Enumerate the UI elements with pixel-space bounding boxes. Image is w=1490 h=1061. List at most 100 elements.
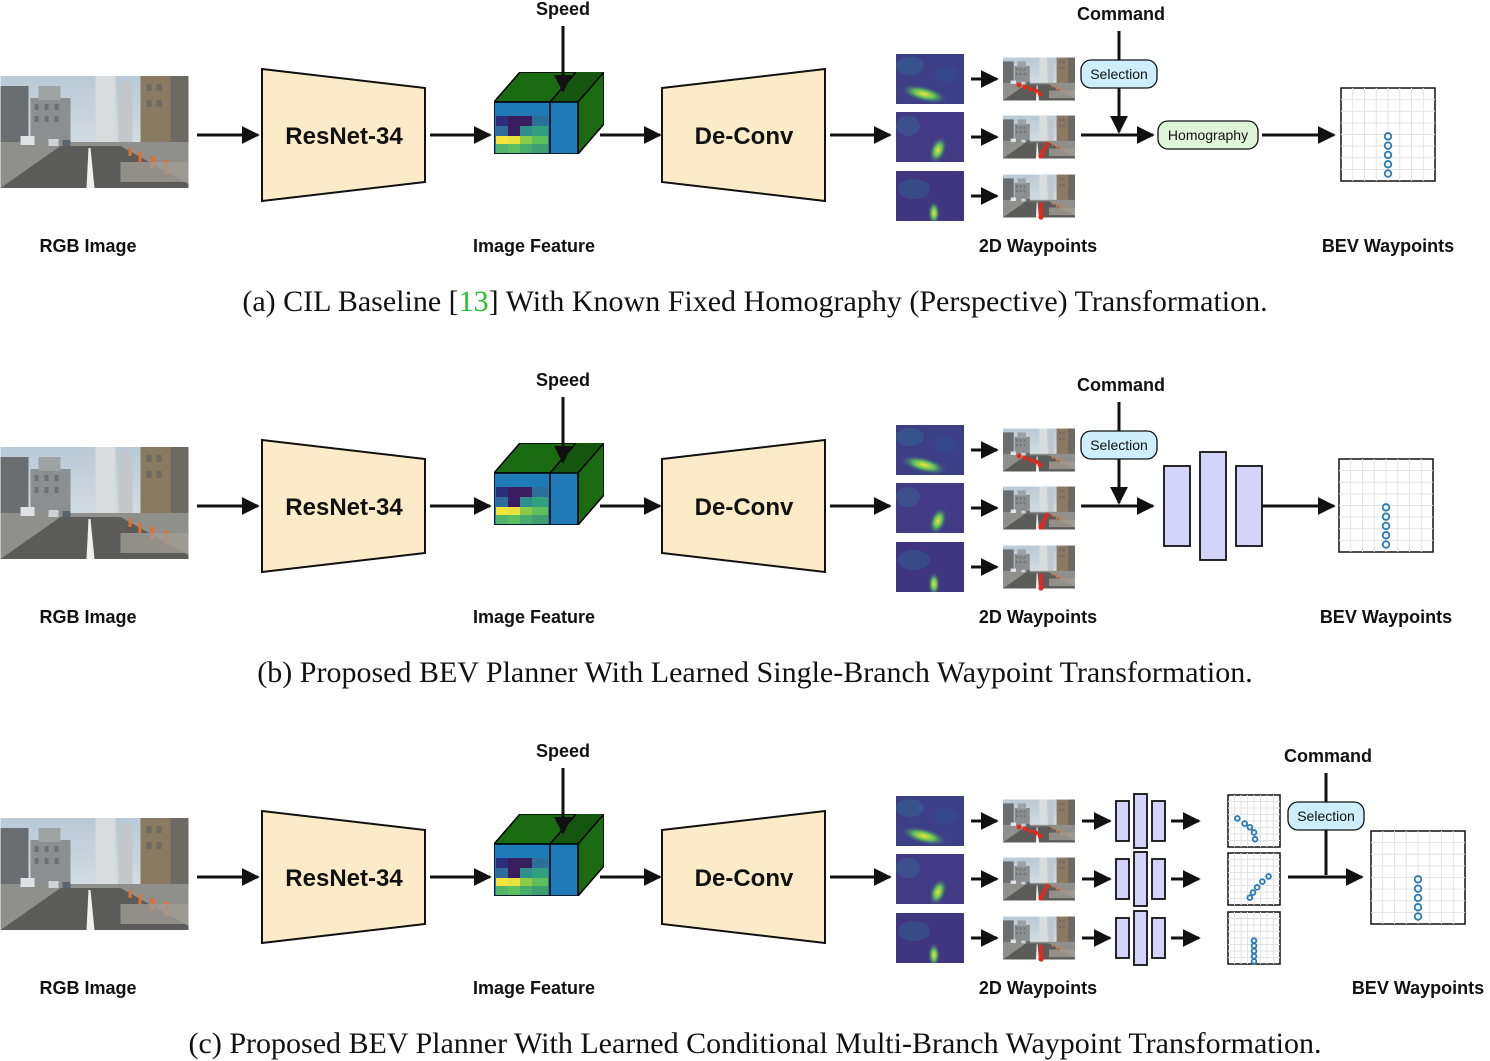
caption-text-post: ] With Known Fixed Homography (Perspecti…: [489, 285, 1268, 318]
bev-waypoint: [1249, 889, 1257, 896]
citation-link[interactable]: 13: [459, 285, 489, 318]
bev-waypoint: [1383, 150, 1393, 160]
command-label: Command: [1077, 4, 1165, 24]
command-label: Command: [1284, 746, 1372, 766]
branch-bev-box: [1227, 911, 1281, 965]
homography-pill: Homography: [1157, 120, 1259, 150]
bev-waypoint: [1381, 540, 1391, 549]
resnet-encoder: ResNet-34: [261, 67, 426, 203]
heatmap: [896, 425, 964, 475]
bev-waypoint: [1413, 884, 1423, 893]
2d-waypoints-label: 2D Waypoints: [979, 978, 1097, 998]
encoder-label: ResNet-34: [285, 123, 403, 150]
deconv-decoder: De-Conv: [661, 809, 826, 945]
waypoint-image: [1003, 58, 1075, 101]
bev-waypoint: [1381, 503, 1391, 512]
speed-label: Speed: [536, 741, 590, 761]
bev-waypoints-label: BEV Waypoints: [1352, 978, 1484, 998]
bev-waypoint: [1259, 878, 1266, 885]
branch-mlp: [1115, 851, 1166, 907]
waypoint-image: [1003, 546, 1075, 591]
image-feature-label: Image Feature: [473, 978, 595, 998]
selection-pill: Selection: [1080, 59, 1158, 89]
rgb-image: [0, 76, 189, 188]
waypoint-image: [1003, 487, 1075, 530]
speed-label: Speed: [536, 370, 590, 390]
bev-waypoints-box: [1338, 458, 1434, 553]
selection-pill-label: Selection: [1297, 808, 1355, 824]
waypoint-image: [1003, 858, 1075, 901]
waypoint-image: [1003, 116, 1075, 159]
panel-caption: (c) Proposed BEV Planner With Learned Co…: [189, 1027, 1322, 1060]
deconv-decoder: De-Conv: [661, 67, 826, 203]
rgb-image: [0, 447, 189, 559]
bev-waypoint: [1383, 132, 1393, 141]
bev-waypoint: [1413, 893, 1423, 903]
panel-caption: (a) CIL Baseline [13] With Known Fixed H…: [242, 285, 1267, 318]
heatmap: [896, 171, 964, 221]
decoder-label: De-Conv: [695, 123, 794, 150]
bev-waypoint: [1381, 521, 1391, 531]
selection-pill: Selection: [1080, 430, 1158, 460]
waypoint-image: [1003, 800, 1075, 843]
resnet-encoder: ResNet-34: [261, 809, 426, 945]
bev-waypoints-box: [1370, 830, 1466, 925]
image-feature-cube: [494, 814, 604, 896]
waypoint-image: [1003, 429, 1075, 472]
2d-waypoints-label: 2D Waypoints: [979, 607, 1097, 627]
bev-waypoint: [1265, 873, 1272, 880]
bev-waypoints-box: [1340, 87, 1436, 182]
panel-caption: (b) Proposed BEV Planner With Learned Si…: [257, 656, 1252, 689]
bev-waypoint: [1253, 884, 1261, 891]
branch-mlp: [1115, 910, 1166, 966]
waypoint-image: [1003, 175, 1075, 220]
waypoint-image: [1003, 917, 1075, 962]
bev-waypoint: [1234, 815, 1241, 822]
encoder-label: ResNet-34: [285, 494, 403, 521]
mlp-transform: [1163, 451, 1263, 561]
bev-waypoint: [1413, 875, 1423, 884]
caption-text: (c) Proposed BEV Planner With Learned Co…: [189, 1027, 1322, 1060]
caption-text: (b) Proposed BEV Planner With Learned Si…: [257, 656, 1252, 689]
selection-pill-label: Selection: [1090, 66, 1148, 82]
decoder-label: De-Conv: [695, 494, 794, 521]
image-feature-cube: [494, 443, 604, 525]
image-feature-label: Image Feature: [473, 607, 595, 627]
bev-waypoint: [1250, 958, 1258, 965]
bev-waypoint: [1413, 903, 1423, 912]
bev-waypoint: [1381, 512, 1391, 521]
rgb-image: [0, 818, 189, 930]
speed-label: Speed: [536, 0, 590, 19]
bev-waypoint: [1251, 835, 1259, 843]
homography-pill-label: Homography: [1168, 127, 1248, 143]
heatmap: [896, 913, 964, 963]
heatmap: [896, 483, 964, 533]
heatmap: [896, 542, 964, 592]
decoder-label: De-Conv: [695, 865, 794, 892]
bev-waypoint: [1413, 912, 1423, 921]
image-feature-label: Image Feature: [473, 236, 595, 256]
heatmap: [896, 796, 964, 846]
caption-text-pre: (a) CIL Baseline [: [242, 285, 458, 318]
command-label: Command: [1077, 375, 1165, 395]
rgb-image-label: RGB Image: [39, 236, 136, 256]
bev-waypoints-label: BEV Waypoints: [1320, 607, 1452, 627]
bev-waypoint: [1381, 531, 1391, 540]
bev-waypoint: [1246, 894, 1254, 902]
branch-bev-box: [1227, 794, 1281, 848]
encoder-label: ResNet-34: [285, 865, 403, 892]
bev-waypoint: [1383, 141, 1393, 150]
bev-waypoint: [1241, 820, 1248, 827]
selection-pill-label: Selection: [1090, 437, 1148, 453]
deconv-decoder: De-Conv: [661, 438, 826, 574]
heatmap: [896, 112, 964, 162]
bev-waypoint: [1383, 160, 1393, 169]
bev-waypoint: [1383, 169, 1393, 178]
bev-waypoints-label: BEV Waypoints: [1322, 236, 1454, 256]
bev-waypoint: [1246, 823, 1254, 831]
branch-mlp: [1115, 793, 1166, 849]
